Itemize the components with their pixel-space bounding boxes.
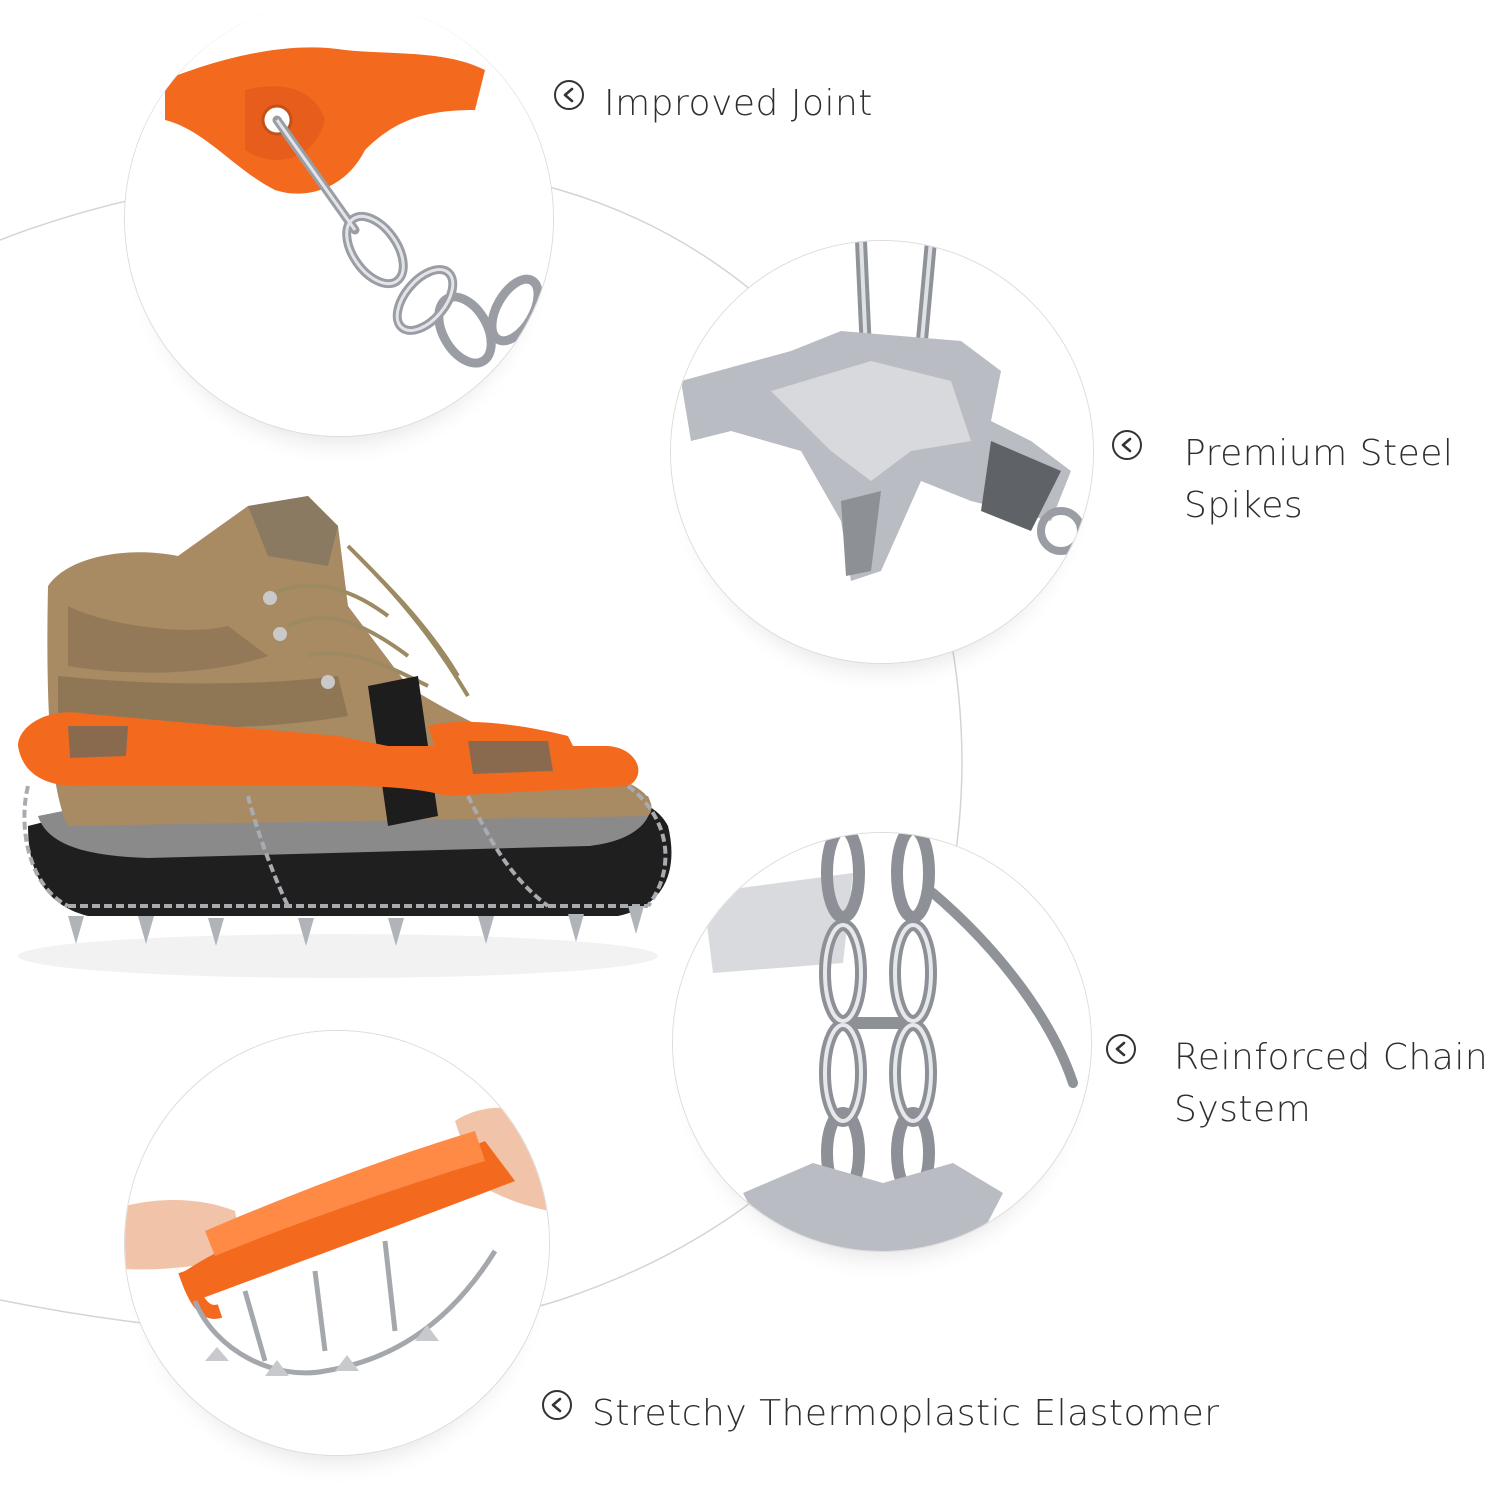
feature-reinforced-chain-system: Reinforced Chain System: [1106, 1032, 1488, 1136]
steel-spikes-photo: [670, 240, 1094, 664]
reinforced-chain-photo: [672, 832, 1092, 1252]
elastomer-stretch-photo: [124, 1030, 550, 1456]
feature-label-line: Spikes: [1184, 485, 1304, 526]
feature-label: Stretchy Thermoplastic Elastomer: [592, 1393, 1220, 1434]
feature-label: Improved Joint: [604, 83, 873, 124]
chevron-left-circle-icon: [1112, 430, 1142, 460]
feature-label: Reinforced Chain System: [1174, 1032, 1488, 1136]
boot-with-crampon-photo: [18, 496, 672, 978]
chevron-left-circle-icon: [542, 1390, 572, 1420]
feature-improved-joint: Improved Joint: [554, 78, 873, 130]
feature-label-line: Reinforced Chain: [1174, 1037, 1489, 1078]
feature-label: Premium Steel Spikes: [1184, 428, 1453, 532]
feature-label-line: Premium Steel: [1184, 433, 1454, 474]
feature-stretchy-elastomer: Stretchy Thermoplastic Elastomer: [542, 1388, 1220, 1440]
chevron-left-circle-icon: [1106, 1034, 1136, 1064]
improved-joint-photo: [124, 0, 554, 437]
feature-premium-steel-spikes: Premium Steel Spikes: [1112, 428, 1453, 532]
chevron-left-circle-icon: [554, 80, 584, 110]
feature-label-line: System: [1174, 1089, 1312, 1130]
